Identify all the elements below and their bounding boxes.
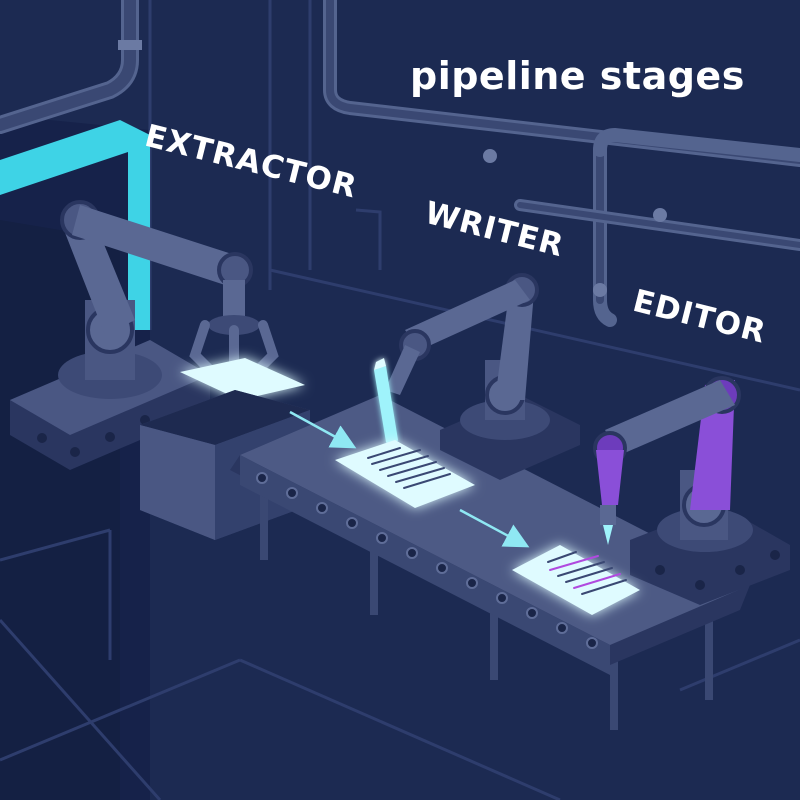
writer-robot-arm-icon <box>385 273 580 480</box>
extractor-robot-arm-icon <box>10 200 279 470</box>
flow-arrow-icon <box>289 410 357 449</box>
edited-document-sheet <box>512 545 640 615</box>
diagram-title: pipeline stages <box>410 54 745 98</box>
flow-arrow-icon <box>459 508 530 548</box>
pen-tool-icon <box>374 358 398 452</box>
editor-robot-arm-icon <box>593 376 790 605</box>
flow-arrows <box>289 410 530 548</box>
pipes <box>0 0 800 327</box>
draft-document-sheet <box>335 440 475 508</box>
input-hopper <box>0 120 150 330</box>
raw-document-sheet <box>180 358 305 400</box>
